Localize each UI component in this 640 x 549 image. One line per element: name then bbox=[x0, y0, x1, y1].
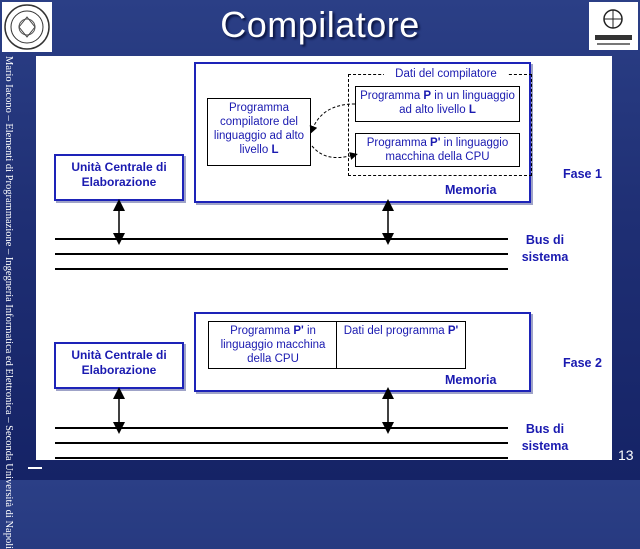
program-pp-suffix: in linguaggio macchina della CPU bbox=[385, 137, 509, 163]
bus-line-1b bbox=[55, 253, 508, 255]
phase1-label: Fase 1 bbox=[563, 167, 602, 181]
page-number: 13 bbox=[618, 447, 634, 463]
memory-label-phase2: Memoria bbox=[445, 373, 497, 387]
footer-dash bbox=[28, 467, 42, 469]
compiler-program-text: Programma compilatore del linguaggio ad … bbox=[213, 102, 305, 156]
memory-label-phase1: Memoria bbox=[445, 183, 497, 197]
bus-label-phase2: Bus di sistema bbox=[521, 422, 569, 453]
slide-title: Compilatore bbox=[220, 4, 420, 45]
program-p-prefix: Programma bbox=[360, 90, 424, 102]
bus-line-2b bbox=[55, 442, 508, 444]
phase2-label: Fase 2 bbox=[563, 356, 602, 370]
program-pp2-prefix: Programma bbox=[230, 325, 294, 337]
program-pp2-name: P' bbox=[293, 325, 304, 337]
program-p-prime-box-phase2: Programma P' in linguaggio macchina dell… bbox=[208, 321, 338, 369]
compiler-data-label: Dati del compilatore bbox=[384, 67, 508, 81]
program-p-middle: in un linguaggio ad alto livello bbox=[399, 90, 515, 116]
program-pp2-suffix: in linguaggio macchina della CPU bbox=[220, 325, 326, 365]
faresec-logo bbox=[589, 2, 638, 50]
cpu-box-phase2: Unità Centrale di Elaborazione bbox=[54, 342, 184, 389]
program-data-box: Dati del programma P' bbox=[336, 321, 466, 369]
program-data-prefix: Dati del programma bbox=[343, 325, 448, 337]
program-p-lang: L bbox=[468, 104, 476, 116]
bus-line-2a bbox=[55, 427, 508, 429]
arrows-overlay bbox=[113, 103, 394, 434]
program-pp-name: P' bbox=[430, 137, 441, 149]
program-data-name: P' bbox=[447, 325, 459, 337]
bus-line-1c bbox=[55, 268, 508, 270]
read-program-p-arrow bbox=[309, 103, 356, 134]
bus-line-2c bbox=[55, 457, 508, 459]
bus-label-phase1: Bus di sistema bbox=[521, 233, 569, 264]
language-l-label: L bbox=[271, 144, 279, 156]
program-p-prime-box: Programma P' in linguaggio macchina dell… bbox=[355, 133, 520, 167]
cpu-box-phase1: Unità Centrale di Elaborazione bbox=[54, 154, 184, 201]
write-program-p-prime-arrow bbox=[311, 145, 358, 160]
program-p-name: P bbox=[423, 90, 432, 102]
program-p-box: Programma P in un linguaggio ad alto liv… bbox=[355, 86, 520, 122]
university-seal-logo bbox=[2, 2, 52, 52]
bus-line-1a bbox=[55, 238, 508, 240]
program-pp-prefix: Programma bbox=[366, 137, 431, 149]
